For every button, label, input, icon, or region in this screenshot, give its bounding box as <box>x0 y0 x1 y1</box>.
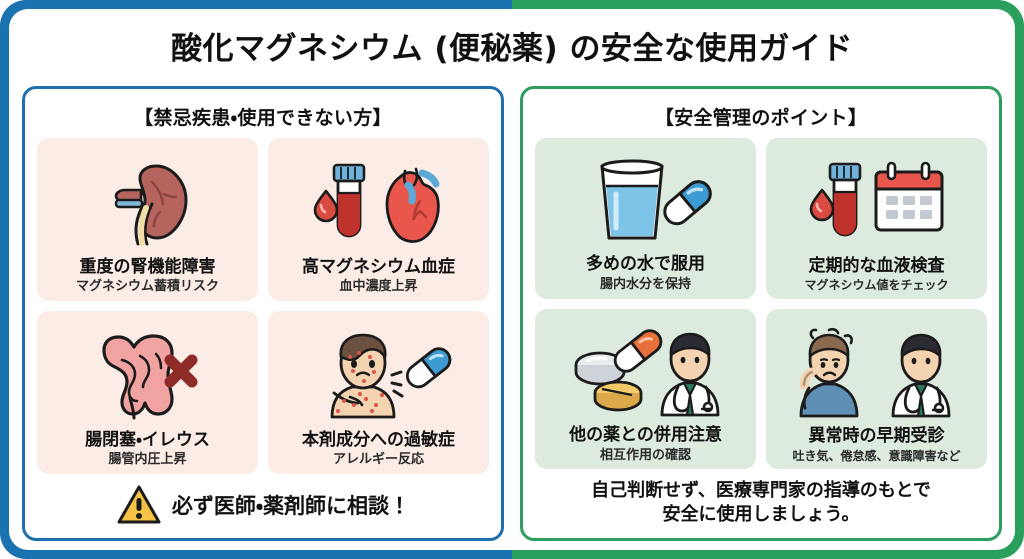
card-title: 他の薬との併用注意 <box>569 425 722 446</box>
contraindications-heading: 【禁忌疾患・使用できない方】 <box>134 107 392 129</box>
card-title: 異常時の早期受診 <box>808 426 945 447</box>
blood-tube-calendar-icon <box>770 146 983 257</box>
card-subtitle: マグネシウム蓄積リスク <box>75 279 219 295</box>
safe-usage-message: 自己判断せず、医療専門家の指導のもとで 安全に使用しましょう。 <box>591 479 931 526</box>
kidney-icon <box>41 146 254 258</box>
safe-usage-line-1: 自己判断せず、医療専門家の指導のもとで <box>591 480 931 502</box>
safety-management-heading: 【安全管理のポイント】 <box>654 107 868 129</box>
allergy-rash-capsule-icon <box>272 319 485 431</box>
card-title: 高マグネシウム血症 <box>302 256 455 277</box>
dizzy-patient-doctor-icon <box>770 317 983 428</box>
card-title: 本剤成分への過敏症 <box>302 429 455 450</box>
blood-tube-heart-icon <box>272 146 485 258</box>
card-subtitle: 吐き気、倦怠感、意識障害など <box>792 448 961 463</box>
warning-triangle-icon <box>116 484 162 526</box>
card-hypermagnesemia[interactable]: 高マグネシウム血症 血中濃度上昇 <box>268 138 489 301</box>
contraindications-grid: 重度の腎機能障害 マグネシウム蓄積リスク <box>37 138 489 474</box>
safety-management-footer: 自己判断せず、医療専門家の指導のもとで 安全に使用しましょう。 <box>535 469 987 530</box>
card-subtitle: マグネシウム値をチェック <box>804 278 949 293</box>
card-take-with-water[interactable]: 多めの水で服用 腸内水分を保持 <box>535 138 756 299</box>
consult-doctor-text: 必ず医師・薬剤師に相談！ <box>171 494 411 518</box>
card-early-consultation[interactable]: 異常時の早期受診 吐き気、倦怠感、意識障害など <box>766 308 987 470</box>
title-bar: 酸化マグネシウム (便秘薬) の安全な使用ガイド <box>9 9 1015 81</box>
card-subtitle: アレルギー反応 <box>332 452 424 468</box>
page-title: 酸化マグネシウム (便秘薬) の安全な使用ガイド <box>171 30 853 67</box>
card-severe-renal-impairment[interactable]: 重度の腎機能障害 マグネシウム蓄積リスク <box>37 138 258 301</box>
contraindications-panel: 【禁忌疾患・使用できない方】 <box>22 86 504 541</box>
card-hypersensitivity[interactable]: 本剤成分への過敏症 アレルギー反応 <box>268 311 489 474</box>
contraindications-footer: 必ず医師・薬剤師に相談！ <box>37 474 489 530</box>
safe-usage-line-2: 安全に使用しましょう。 <box>662 503 860 525</box>
safety-management-panel: 【安全管理のポイント】 <box>520 86 1002 541</box>
card-subtitle: 腸管内圧上昇 <box>108 452 187 468</box>
card-title: 定期的な血液検査 <box>808 255 945 276</box>
card-bowel-obstruction[interactable]: 腸閉塞・イレウス 腸管内圧上昇 <box>37 311 258 474</box>
card-title: 多めの水で服用 <box>586 254 705 275</box>
card-subtitle: 血中濃度上昇 <box>339 279 418 295</box>
intestine-blocked-icon <box>41 319 254 431</box>
water-glass-capsule-icon <box>539 146 752 255</box>
panels-container: 【禁忌疾患・使用できない方】 <box>22 86 1002 541</box>
card-title: 腸閉塞・イレウス <box>85 429 210 450</box>
card-drug-interaction[interactable]: 他の薬との併用注意 相互作用の確認 <box>535 308 756 470</box>
card-subtitle: 腸内水分を保持 <box>599 277 691 293</box>
card-regular-blood-test[interactable]: 定期的な血液検査 マグネシウム値をチェック <box>766 138 987 299</box>
card-subtitle: 相互作用の確認 <box>599 447 691 463</box>
safety-management-grid: 多めの水で服用 腸内水分を保持 <box>535 138 987 470</box>
pills-doctor-icon <box>539 317 752 426</box>
card-title: 重度の腎機能障害 <box>79 256 216 277</box>
